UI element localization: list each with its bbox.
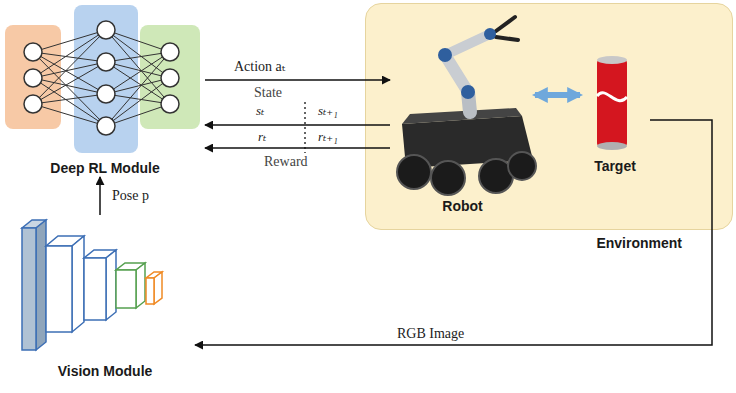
connector-arrow (195, 120, 712, 345)
connector-arrow (205, 147, 390, 149)
signal-symbol: rₜ₊₁ (318, 129, 338, 145)
connector-arrow (205, 124, 390, 126)
symbol-label-box: rₜ₊₁ (318, 129, 338, 145)
region-label: Environment (366, 235, 732, 252)
node-label: Robot (390, 198, 535, 215)
symbol-label-box: sₜ (256, 103, 264, 119)
edge-label-box: Reward (262, 153, 310, 170)
cnn-icon (22, 220, 162, 350)
node-label: Deep RL Module (5, 160, 205, 177)
edge-label-box: Action aₜ (232, 58, 287, 75)
connector-arrow (205, 79, 390, 81)
robot-illustration (397, 17, 536, 195)
edge-label: Pose p (110, 187, 151, 204)
double-arrow (535, 92, 580, 98)
can-illustration (597, 56, 627, 150)
edge-label-box: Pose p (110, 187, 151, 204)
signal-symbol: rₜ (258, 129, 266, 145)
signal-symbol: sₜ (256, 103, 264, 119)
symbol-label-box: sₜ₊₁ (318, 103, 338, 119)
edge-label-box: RGB Image (395, 325, 466, 342)
neural-network-icon (5, 5, 200, 153)
connector-arrow (99, 177, 101, 215)
time-divider (304, 102, 306, 160)
edge-label: Reward (262, 153, 310, 170)
node-label: Vision Module (15, 363, 195, 380)
edge-label: RGB Image (395, 325, 466, 342)
symbol-label-box: rₜ (258, 129, 266, 145)
edge-label-box: State (252, 84, 284, 101)
edge-label: Action aₜ (232, 58, 287, 75)
node-label: Target (580, 158, 650, 175)
edge-label: State (252, 84, 284, 101)
signal-symbol: sₜ₊₁ (318, 103, 338, 119)
